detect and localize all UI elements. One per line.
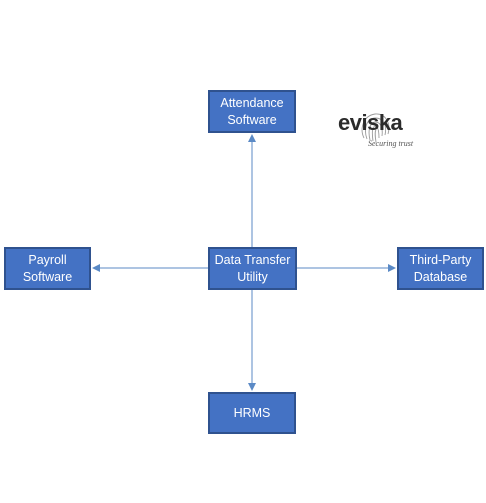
- node-label: Attendance Software: [220, 95, 284, 127]
- node-data-transfer-utility: Data Transfer Utility: [208, 247, 297, 290]
- node-label: Payroll Software: [22, 252, 73, 284]
- logo-wordmark: eviska: [338, 110, 403, 135]
- node-hrms: HRMS: [208, 392, 296, 434]
- node-label: HRMS: [233, 405, 271, 420]
- fingerprint-icon: [361, 113, 390, 143]
- node-third-party-database: Third-Party Database: [397, 247, 484, 290]
- node-payroll-software: Payroll Software: [4, 247, 91, 290]
- node-label: Data Transfer Utility: [214, 252, 291, 284]
- node-label: Third-Party Database: [409, 252, 472, 284]
- eviska-logo: eviska Securing trust: [338, 108, 436, 154]
- node-attendance-software: Attendance Software: [208, 90, 296, 133]
- logo-tagline: Securing trust: [368, 139, 414, 148]
